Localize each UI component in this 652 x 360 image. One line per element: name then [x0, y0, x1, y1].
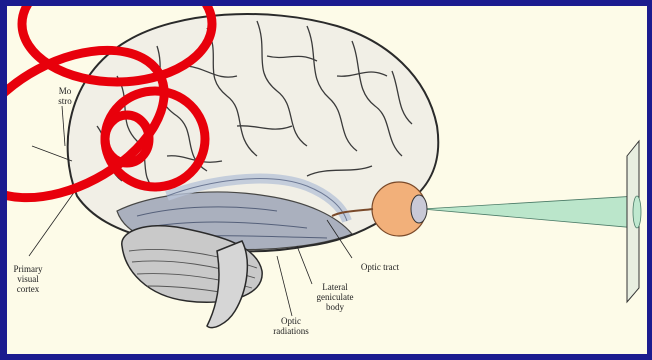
label-primary-visual-cortex: Primary visual cortex [7, 264, 49, 294]
eye-lens [411, 195, 427, 223]
label-lateral-geniculate-body: Lateral geniculate body [305, 282, 365, 312]
label-optic-radiations: Optic radiations [261, 316, 321, 336]
label-partial-hidden: Mo stro [45, 86, 85, 106]
label-optic-tract: Optic tract [345, 262, 415, 272]
screen-beam-spot [633, 196, 641, 228]
brain-visual-pathway-diagram: Mo stro Primary visual cortex Optic trac… [7, 6, 647, 354]
